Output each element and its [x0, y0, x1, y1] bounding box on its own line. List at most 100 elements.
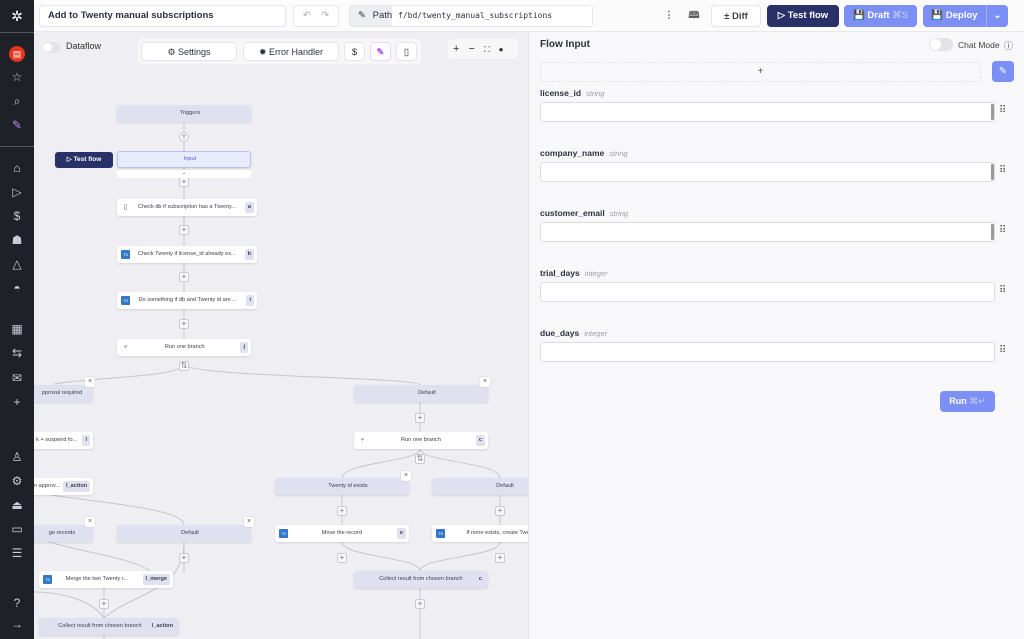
add-step-button[interactable]: +: [179, 225, 189, 235]
add-step-button[interactable]: +: [179, 177, 189, 187]
test-flow-button[interactable]: ▷ Test flow: [767, 5, 839, 27]
settings-button[interactable]: ⚙ Settings: [141, 42, 237, 61]
trigger-filter-icon[interactable]: ▿: [179, 132, 189, 142]
add-step-button[interactable]: +: [179, 272, 189, 282]
flow-node[interactable]: pproval required: [34, 385, 93, 402]
more-menu-icon[interactable]: ⋮: [664, 10, 674, 21]
flow-canvas[interactable]: Dataflow ⚙ Settings ✹ Error Handler $ ✎ …: [34, 32, 528, 639]
add-step-button[interactable]: +: [337, 506, 347, 516]
flow-node[interactable]: Triggers: [117, 105, 251, 122]
add-step-button[interactable]: +: [415, 413, 425, 423]
mail-icon[interactable]: ✉: [11, 371, 23, 385]
add-step-button[interactable]: +: [337, 553, 347, 563]
flow-node[interactable]: Default: [117, 525, 251, 542]
user-icon[interactable]: ♙: [11, 450, 23, 464]
add-step-button[interactable]: +: [99, 599, 109, 609]
field-input[interactable]: [540, 162, 995, 182]
resources-icon[interactable]: ☗: [11, 233, 23, 247]
zoom-in-icon[interactable]: +: [453, 43, 460, 55]
deploy-options-chevron-icon[interactable]: ⌄: [986, 5, 1008, 27]
flow-node[interactable]: Default: [354, 385, 488, 402]
remove-branch-close-icon[interactable]: ×: [85, 517, 95, 527]
drag-handle-icon[interactable]: ⠿: [999, 105, 1006, 116]
add-step-button[interactable]: +: [179, 553, 189, 563]
search-icon[interactable]: ⌕: [13, 94, 21, 108]
add-icon[interactable]: +: [13, 395, 21, 409]
add-step-button[interactable]: +: [495, 553, 505, 563]
calendar-icon[interactable]: ▦: [11, 322, 23, 336]
flow-node[interactable]: ▯Check db if subscription has a Twenty..…: [117, 199, 257, 216]
collapse-arrow-icon[interactable]: →: [11, 617, 23, 631]
info-icon[interactable]: ⓘ: [1004, 41, 1014, 51]
redo-icon[interactable]: ↷: [321, 10, 330, 21]
flow-node[interactable]: Default: [432, 478, 528, 495]
fit-view-icon[interactable]: ⛶: [484, 45, 490, 54]
alert-icon[interactable]: △: [12, 257, 22, 271]
field-input[interactable]: [540, 102, 995, 122]
zoom-out-icon[interactable]: −: [468, 43, 475, 55]
remove-branch-close-icon[interactable]: ×: [244, 517, 254, 527]
flow-node[interactable]: Input: [117, 151, 251, 168]
drag-handle-icon[interactable]: ⠿: [999, 285, 1006, 296]
add-step-button[interactable]: +: [495, 506, 505, 516]
resize-handle[interactable]: [991, 104, 994, 120]
add-step-button[interactable]: +: [415, 599, 425, 609]
list-icon[interactable]: ☰: [11, 546, 23, 560]
add-field-button[interactable]: +: [540, 62, 981, 82]
flow-node[interactable]: k + suspend fo...l: [34, 432, 93, 449]
gear-icon[interactable]: ⚙: [11, 474, 23, 488]
home-icon[interactable]: ⌂: [13, 161, 21, 175]
drag-handle-icon[interactable]: ⠿: [999, 345, 1006, 356]
field-input[interactable]: [540, 282, 995, 302]
flow-node[interactable]: Twenty id exists: [275, 478, 409, 495]
remove-branch-close-icon[interactable]: ×: [401, 471, 411, 481]
edit-schema-pencil-icon[interactable]: ✎: [992, 61, 1014, 82]
canvas-test-flow-button[interactable]: ▷ Test flow: [55, 152, 113, 168]
dataflow-toggle[interactable]: [42, 42, 60, 53]
diff-button[interactable]: ± Diff: [711, 5, 761, 27]
resize-handle[interactable]: [991, 224, 994, 240]
chat-mode-toggle[interactable]: [929, 38, 953, 51]
flow-title-input[interactable]: Add to Twenty manual subscriptions: [39, 5, 286, 27]
path-field[interactable]: ✎ Path f/bd/twenty_manual_subscriptions: [349, 5, 593, 27]
notes-file-icon[interactable]: ▯: [396, 42, 417, 61]
tutorial-icon[interactable]: ◓: [13, 281, 21, 295]
workspace-icon[interactable]: ▤: [0, 43, 34, 63]
add-step-button[interactable]: +: [179, 319, 189, 329]
routes-icon[interactable]: ⇆: [11, 346, 23, 360]
play-icon[interactable]: ▷: [12, 185, 22, 199]
help-icon[interactable]: ?: [13, 596, 21, 610]
folder-icon[interactable]: ▭: [11, 522, 23, 536]
worker-icon[interactable]: ⏏: [11, 498, 23, 512]
star-icon[interactable]: ☆: [11, 70, 23, 84]
path-value[interactable]: f/bd/twenty_manual_subscriptions: [392, 6, 592, 26]
collapse-chevron-icon[interactable]: ⌄: [117, 170, 251, 178]
magic-wand-icon[interactable]: ✎: [11, 118, 23, 132]
flow-node[interactable]: n approv...l_action: [34, 478, 93, 495]
remove-branch-close-icon[interactable]: ×: [480, 377, 490, 387]
windmill-logo[interactable]: ✲: [11, 8, 23, 24]
remove-branch-close-icon[interactable]: ×: [85, 377, 95, 387]
draft-button[interactable]: 💾 Draft ⌘S: [844, 5, 917, 27]
drag-handle-icon[interactable]: ⠿: [999, 165, 1006, 176]
lock-icon[interactable]: ●: [498, 45, 504, 54]
flow-node[interactable]: ge records: [34, 525, 93, 542]
drag-handle-icon[interactable]: ⠿: [999, 225, 1006, 236]
cost-dollar-icon[interactable]: $: [344, 42, 365, 61]
field-input[interactable]: [540, 342, 995, 362]
resize-handle[interactable]: [991, 164, 994, 180]
deploy-button[interactable]: 💾 Deploy: [923, 5, 986, 27]
run-button[interactable]: Run ⌘↵: [940, 391, 995, 412]
field-input[interactable]: [540, 222, 995, 242]
docs-book-icon[interactable]: 🕮: [688, 10, 700, 21]
error-handler-button[interactable]: ✹ Error Handler: [243, 42, 339, 61]
